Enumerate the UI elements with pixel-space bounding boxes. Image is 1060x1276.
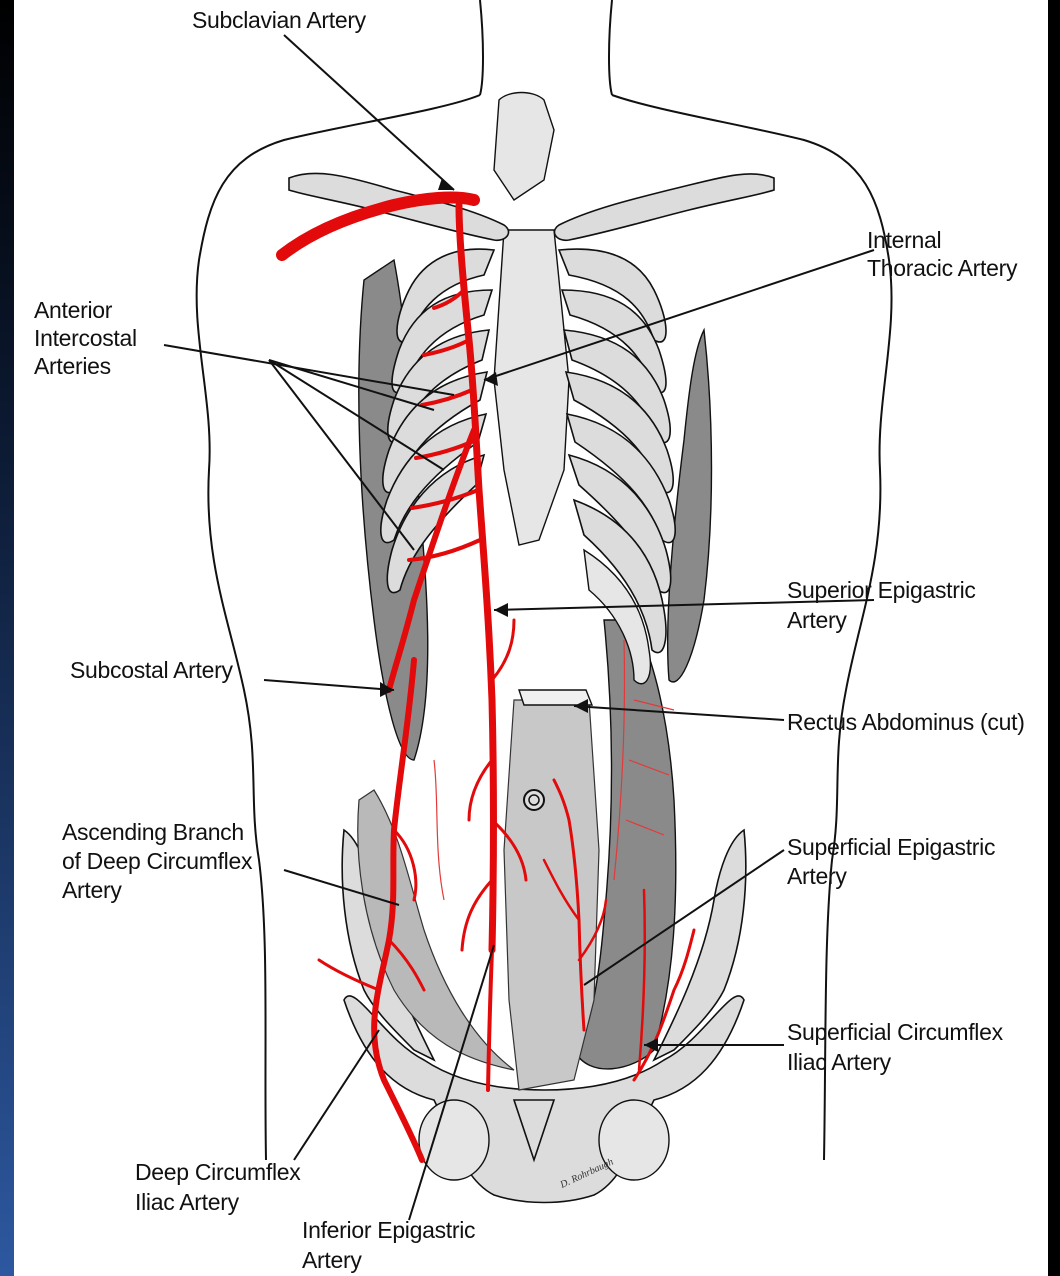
- label-inferior-epigastric-line1: Inferior Epigastric: [302, 1217, 475, 1243]
- label-ascending-branch-line2: of Deep Circumflex: [62, 848, 253, 874]
- label-anterior-intercostal-line1: Anterior: [34, 297, 113, 323]
- label-rectus-abdominus: Rectus Abdominus (cut): [787, 709, 1025, 735]
- label-internal-thoracic-line2: Thoracic Artery: [867, 255, 1018, 281]
- label-superficial-epigastric-line2: Artery: [787, 863, 847, 889]
- label-superior-epigastric-line1: Superior Epigastric: [787, 577, 976, 603]
- label-superficial-circumflex-line1: Superficial Circumflex: [787, 1019, 1004, 1045]
- label-ascending-branch-line3: Artery: [62, 877, 122, 903]
- label-superficial-epigastric-line1: Superficial Epigastric: [787, 834, 995, 860]
- label-subclavian-artery: Subclavian Artery: [192, 7, 367, 33]
- anatomy-illustration: Subclavian Artery Internal Thoracic Arte…: [14, 0, 1048, 1276]
- right-border: [1048, 0, 1060, 1276]
- label-superior-epigastric-line2: Artery: [787, 607, 847, 633]
- label-subcostal-artery: Subcostal Artery: [70, 657, 233, 683]
- pointer-subclavian: [284, 35, 454, 190]
- label-inferior-epigastric-line2: Artery: [302, 1247, 362, 1273]
- diagram-canvas: Subclavian Artery Internal Thoracic Arte…: [14, 0, 1048, 1276]
- label-anterior-intercostal-line2: Intercostal: [34, 325, 137, 351]
- label-deep-circumflex-line2: Iliac Artery: [135, 1189, 240, 1215]
- label-deep-circumflex-line1: Deep Circumflex: [135, 1159, 301, 1185]
- pointer-deep-circumflex: [294, 1030, 379, 1160]
- label-internal-thoracic-line1: Internal: [867, 227, 941, 253]
- label-superficial-circumflex-line2: Iliac Artery: [787, 1049, 892, 1075]
- label-ascending-branch-line1: Ascending Branch: [62, 819, 244, 845]
- left-border-gradient: [0, 0, 14, 1276]
- label-anterior-intercostal-line3: Arteries: [34, 353, 111, 379]
- pointer-rectus: [574, 706, 784, 720]
- pointer-subcostal: [264, 680, 394, 690]
